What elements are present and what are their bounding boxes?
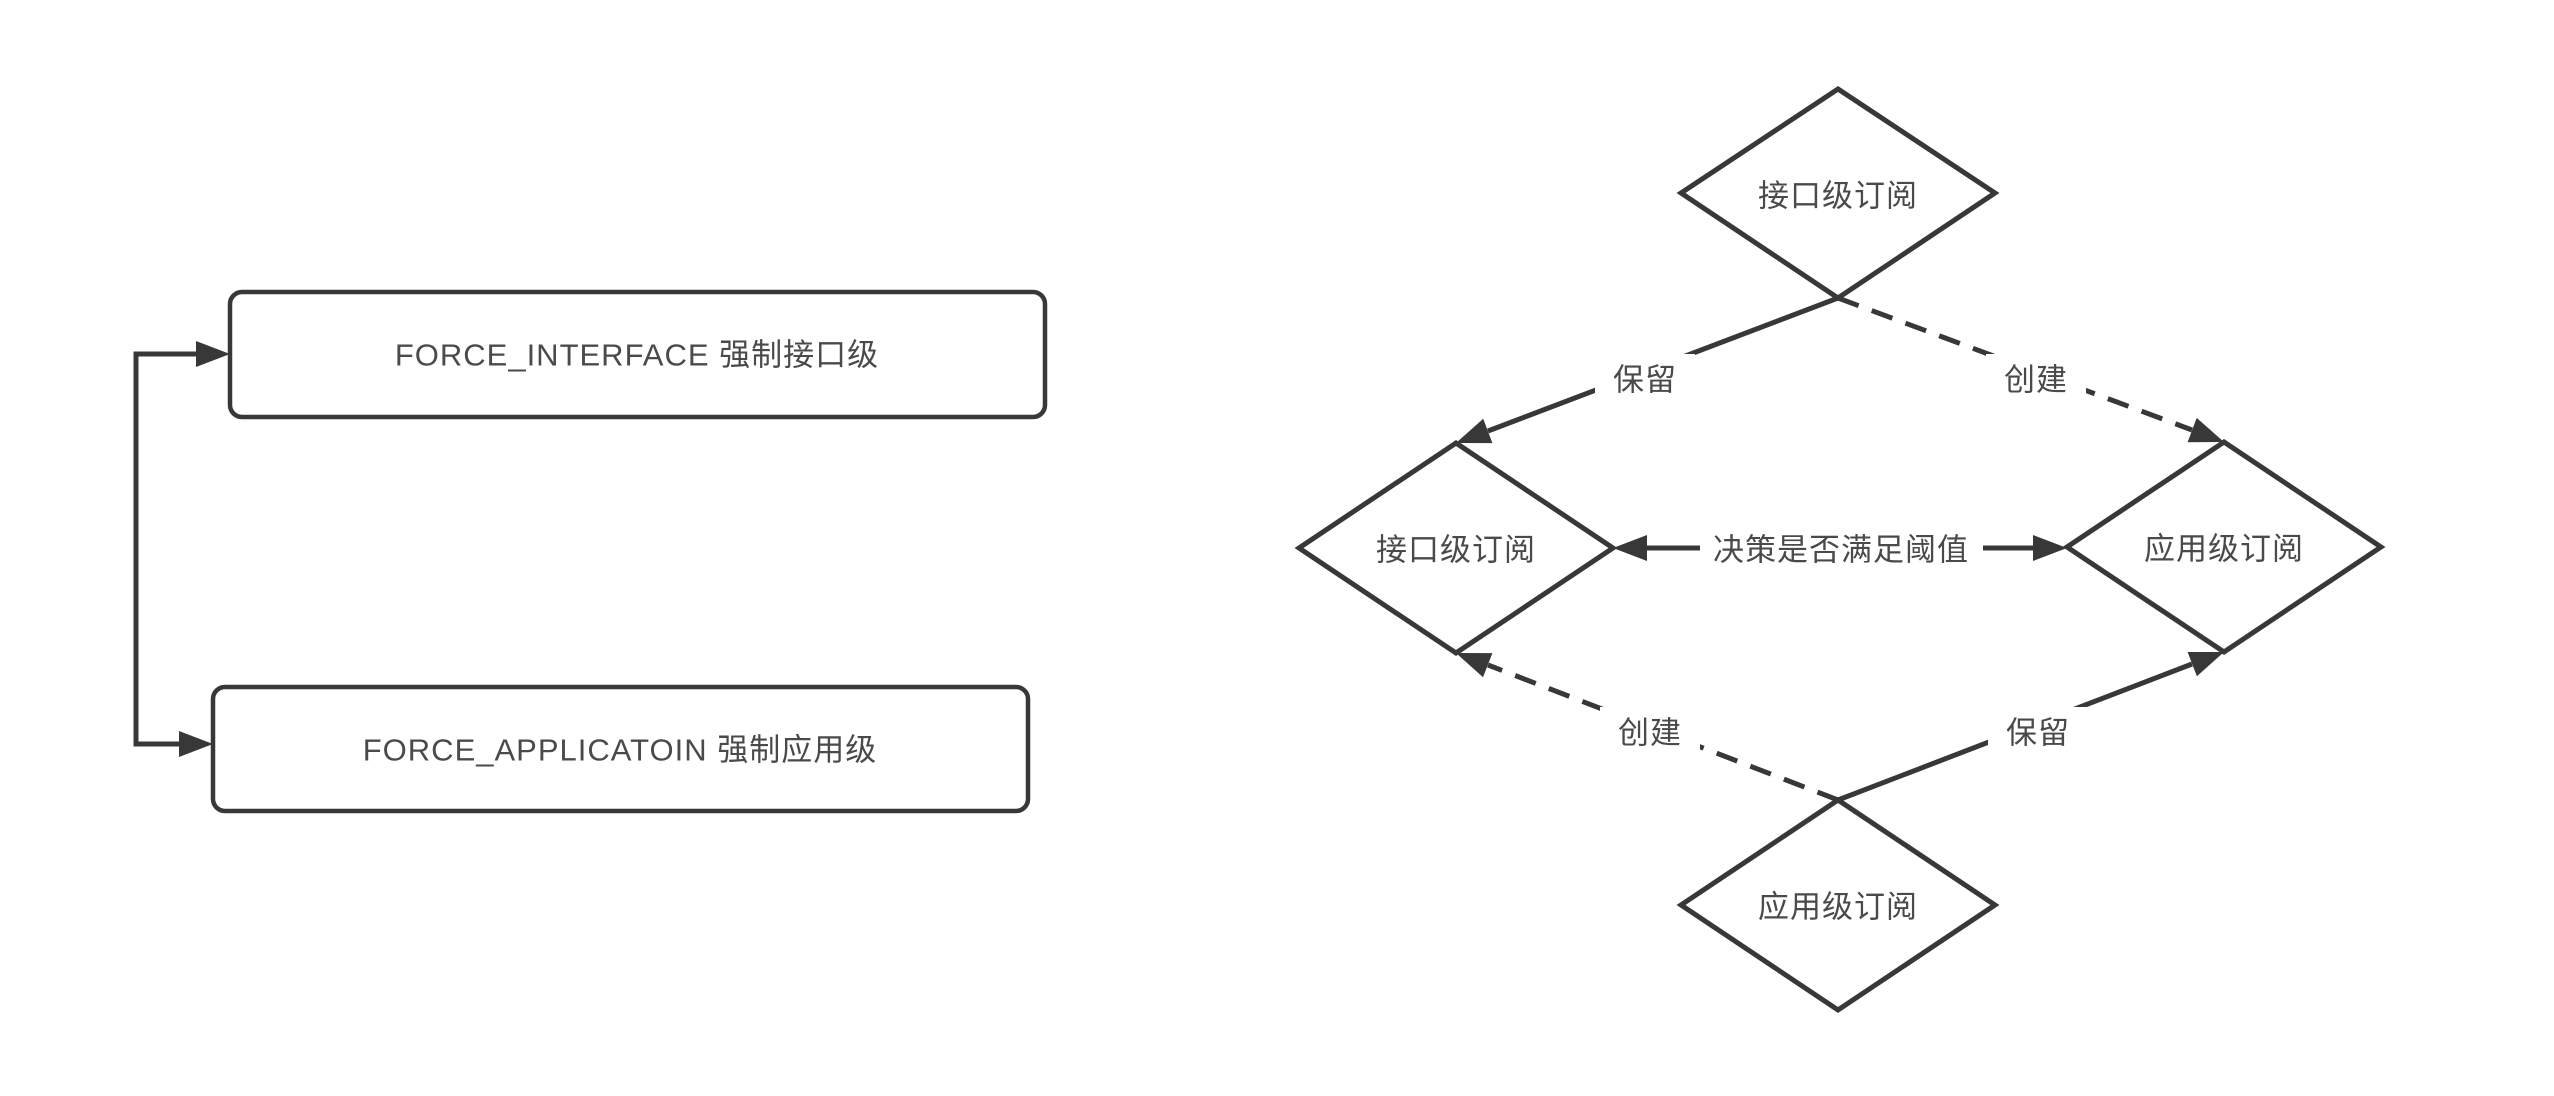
edge-label-retain-bottom: 保留 [2006, 716, 2070, 751]
force-interface-box [227, 289, 1048, 420]
arrowhead-decision-right [2033, 535, 2067, 561]
arrowhead-decision-left [1613, 535, 1647, 561]
arrowhead-retain-into-left-diamond [1456, 418, 1493, 444]
force-application-label: FORCE_APPLICATOIN 强制应用级 [363, 733, 878, 768]
force-interface-label: FORCE_INTERFACE 强制接口级 [395, 338, 879, 373]
edge-label-bg-retain-top [1595, 354, 1695, 404]
edge-label-create-bottom: 创建 [1618, 716, 1682, 751]
diamond-left-label: 接口级订阅 [1376, 533, 1536, 568]
diamond-top-label: 接口级订阅 [1758, 179, 1918, 214]
forced-levels-group: FORCE_INTERFACE 强制接口级 FORCE_APPLICATOIN … [133, 289, 1048, 814]
edge-label-create-top: 创建 [2004, 363, 2068, 398]
arrowhead-into-force-application [179, 731, 213, 757]
decision-threshold-label: 决策是否满足阈值 [1713, 533, 1969, 568]
edge-label-bg-create-top [1986, 354, 2086, 404]
arrowhead-create-into-right-diamond [2187, 417, 2224, 443]
force-application-box [210, 684, 1031, 814]
diamond-top-interface-subscription [1676, 86, 2000, 302]
arrowhead-retain-into-right-diamond [2187, 652, 2224, 677]
diamond-right-label: 应用级订阅 [2144, 532, 2304, 567]
subscription-decision-group: 接口级订阅 接口级订阅 应用级订阅 应用级订阅 保留 创建 创建 保留 决策是否… [1294, 86, 2386, 1014]
arrowhead-create-into-left-diamond [1456, 653, 1493, 678]
edge-label-bg-create-bottom [1600, 707, 1700, 757]
bracket-connector-line [133, 351, 198, 747]
diamond-bottom-label: 应用级订阅 [1758, 890, 1918, 925]
edge-label-bg-decision [1700, 521, 1983, 575]
diamond-bottom-application-subscription [1676, 796, 2000, 1014]
edge-label-retain-top: 保留 [1613, 363, 1677, 398]
edge-label-bg-retain-bottom [1988, 707, 2088, 757]
arrowhead-into-force-interface [196, 341, 230, 367]
